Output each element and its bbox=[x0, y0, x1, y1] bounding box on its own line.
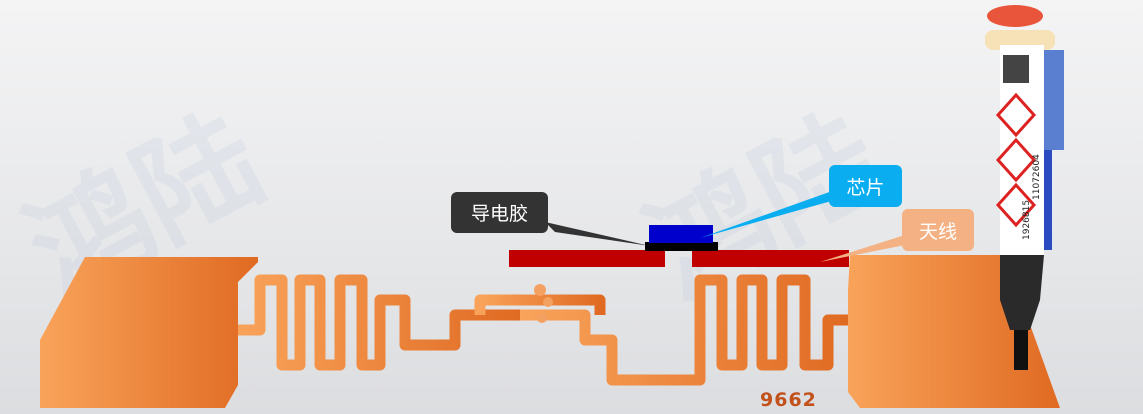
chip-pointer bbox=[700, 190, 835, 238]
conductive-adhesive bbox=[645, 242, 718, 251]
antenna-dots bbox=[534, 284, 553, 323]
antenna-trace-left bbox=[509, 250, 665, 267]
adhesive-pointer bbox=[545, 222, 650, 246]
antenna-code: 9662 bbox=[760, 389, 817, 411]
syringe-ref-number: 1926815 bbox=[1022, 199, 1032, 240]
chip bbox=[649, 225, 713, 243]
antenna-meander bbox=[238, 274, 848, 386]
syringe-image bbox=[985, 5, 1064, 370]
antenna-trace-right bbox=[692, 250, 849, 267]
antenna-pointer bbox=[820, 235, 905, 262]
antenna-label: 天线 bbox=[902, 209, 974, 251]
chip-label: 芯片 bbox=[829, 165, 902, 207]
antenna-left-pad bbox=[40, 257, 258, 408]
syringe-lot-number: 11072604 bbox=[1032, 154, 1042, 200]
adhesive-label: 导电胶 bbox=[451, 192, 548, 233]
